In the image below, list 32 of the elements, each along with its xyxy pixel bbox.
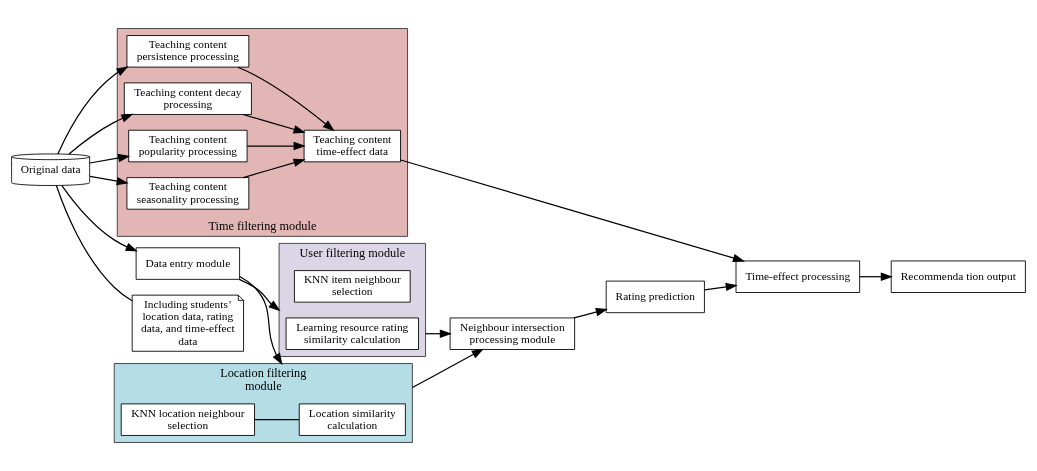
- node-box: Teaching content decay processing: [123, 82, 252, 115]
- arrow: [246, 141, 306, 151]
- arrow: [57, 66, 129, 155]
- node-box: KNN item neighbour selection: [294, 270, 411, 303]
- node-box: Neighbour intersection processing module: [449, 317, 576, 350]
- connector: [254, 419, 300, 421]
- connector: [55, 185, 133, 302]
- arrow: [61, 185, 138, 252]
- node-box: Data entry module: [135, 247, 241, 280]
- arrow: [242, 113, 306, 134]
- arrow: [411, 348, 484, 389]
- arrow: [859, 272, 893, 281]
- node-box: Recommenda tion output: [890, 260, 1026, 293]
- arrow: [237, 66, 335, 132]
- node-box: Time-effect processing: [735, 260, 861, 293]
- arrow: [239, 275, 283, 366]
- node-box: Teaching content popularity processing: [128, 129, 248, 163]
- node-box: Teaching content persistence processing: [126, 35, 250, 68]
- node-box: KNN location neighbour selection: [120, 403, 255, 436]
- arrow: [242, 158, 306, 179]
- arrow: [400, 159, 746, 263]
- arrow: [573, 307, 608, 319]
- arrow: [238, 278, 281, 312]
- arrow: [704, 282, 738, 292]
- arrow: [68, 113, 134, 155]
- node-box: Learning resource rating similarity calculation: [285, 317, 419, 350]
- arrow: [89, 175, 129, 186]
- node-box: Teaching content seasonality processing: [126, 177, 250, 210]
- arrow: [89, 153, 131, 164]
- node-box: Rating prediction: [605, 280, 705, 314]
- node-box: Teaching content time-effect data: [303, 129, 401, 163]
- node-box: Location similarity calculation: [298, 403, 406, 436]
